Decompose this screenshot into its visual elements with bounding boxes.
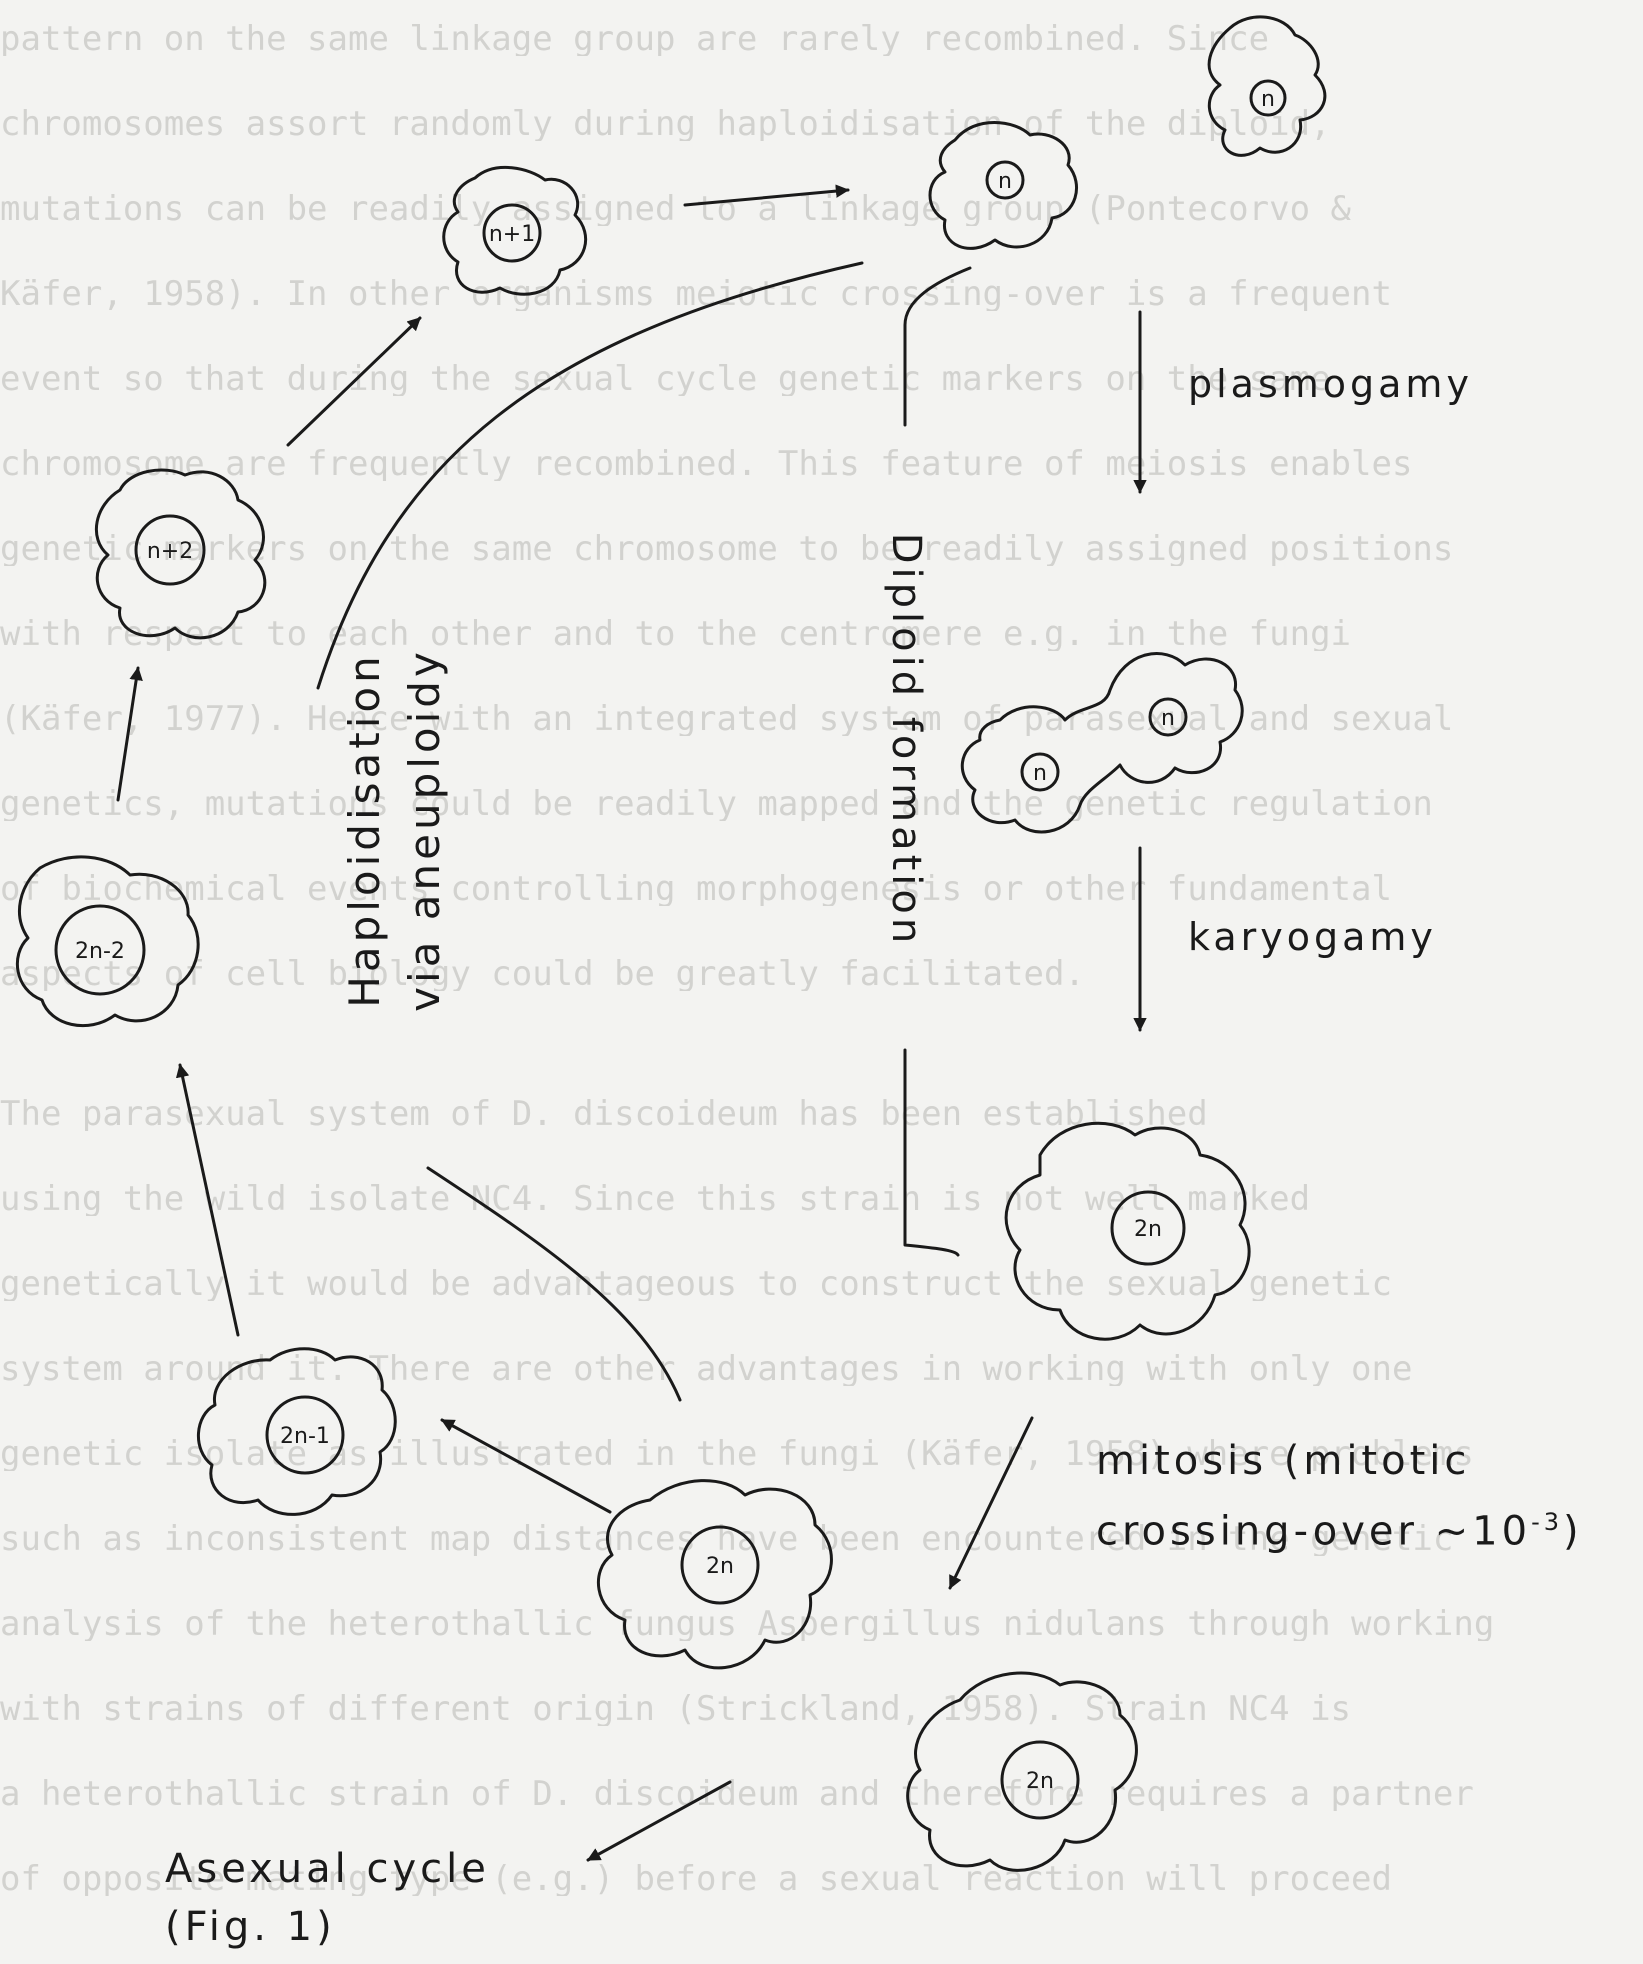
cell-label: 2n-2 (75, 939, 125, 964)
haploidisation-label-line1: Haploidisation (340, 620, 390, 1040)
cell-2n-bottom (908, 1673, 1137, 1870)
arrow-n1-to-n (685, 190, 848, 205)
arrow-to-asexual-cycle (588, 1782, 730, 1860)
cell-label: 2n (706, 1554, 734, 1579)
cell-2n-right (1006, 1123, 1249, 1339)
cell-label: n+1 (489, 222, 535, 247)
cell-label: 2n-1 (280, 1424, 330, 1449)
arrow-2n-to-2n1 (442, 1420, 610, 1512)
asexual-cycle-figure-ref: (Fig. 1) (165, 1904, 336, 1950)
mitosis-label-line1: mitosis (mitotic (1096, 1438, 1470, 1484)
diploid-bracket-bottom (905, 1050, 958, 1255)
arrow-2n2-to-n2 (118, 668, 138, 800)
cell-label: 2n (1134, 1217, 1162, 1242)
diploid-bracket-top (905, 268, 970, 425)
mitosis-label-line2: crossing-over ~10-3) (1096, 1508, 1583, 1554)
mitosis-label-exponent: -3 (1531, 1508, 1563, 1536)
karyogamy-label: karyogamy (1188, 915, 1437, 959)
arrow-2n1-to-2n2 (180, 1065, 238, 1335)
cell-label: n (1161, 706, 1175, 731)
cell-label: n+2 (147, 539, 193, 564)
arrow-mitosis (950, 1418, 1032, 1588)
cell-n-pair (962, 654, 1242, 832)
arrow-n2-to-n1 (288, 318, 420, 445)
cell-label: n (1261, 87, 1275, 112)
cell-label: n (998, 169, 1012, 194)
cell-label: n (1033, 761, 1047, 786)
haploidisation-inner-curve (428, 1168, 680, 1400)
diploid-formation-label: Diploid formation (881, 530, 931, 950)
plasmogamy-label: plasmogamy (1188, 362, 1473, 406)
mitosis-label-close: ) (1563, 1508, 1583, 1554)
haploidisation-label-line2: via aneuploidy (400, 620, 450, 1040)
mitosis-label-text: crossing-over ~10 (1096, 1508, 1531, 1554)
cell-label: 2n (1026, 1769, 1054, 1794)
asexual-cycle-label: Asexual cycle (165, 1846, 490, 1892)
